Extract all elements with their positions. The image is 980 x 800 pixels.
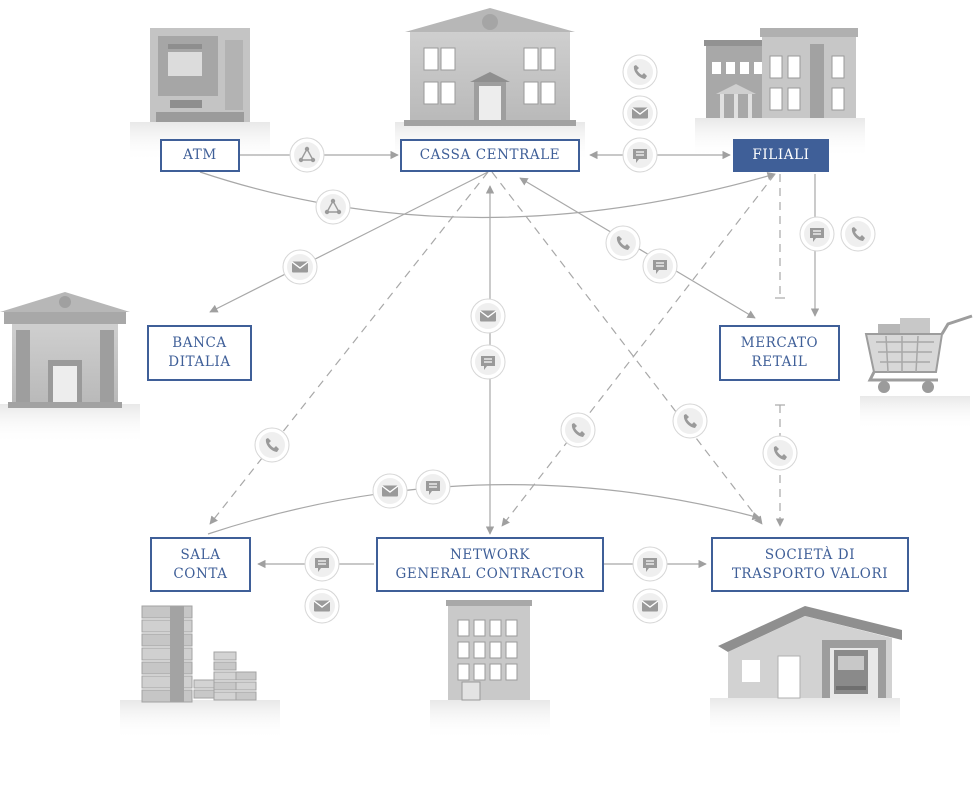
node-network[interactable]: NETWORK GENERAL CONTRACTOR — [376, 537, 604, 592]
connector-sala-societa — [207, 484, 761, 535]
branches-building-icon — [695, 28, 865, 158]
chat-icon — [642, 248, 678, 284]
bank-of-italy-building-icon — [0, 292, 140, 444]
phone-icon — [605, 225, 641, 261]
node-cassa-centrale[interactable]: CASSA CENTRALE — [400, 139, 580, 172]
chat-icon — [799, 216, 835, 252]
node-sala-conta-label-1: SALA — [180, 546, 221, 563]
money-stacks-icon — [120, 605, 280, 740]
node-sala-conta-label-2: CONTA — [173, 565, 228, 582]
mail-icon — [622, 95, 658, 131]
node-banca-italia-label-1: BANCA — [172, 335, 227, 351]
node-mercato-retail-label-1: MERCATO — [740, 335, 819, 351]
node-atm[interactable]: ATM — [160, 139, 240, 172]
node-atm-label-1: ATM — [183, 147, 217, 163]
mail-icon — [282, 249, 318, 285]
mail-icon — [470, 298, 506, 334]
phone-icon — [254, 427, 290, 463]
mail-icon — [372, 473, 408, 509]
node-filiali[interactable]: FILIALI — [733, 139, 829, 172]
network-icon — [289, 137, 325, 173]
chat-icon — [415, 469, 451, 505]
node-societa-label-1: SOCIETÀ DI — [764, 546, 856, 563]
phone-icon — [560, 412, 596, 448]
phone-icon — [762, 435, 798, 471]
office-building-icon — [430, 600, 550, 740]
connector-atm-filiali — [199, 171, 776, 219]
node-banca-italia[interactable]: BANCA DITALIA — [147, 325, 252, 381]
node-societa[interactable]: SOCIETÀ DI TRASPORTO VALORI — [711, 537, 909, 592]
connector-cassa-banca — [209, 171, 489, 313]
node-sala-conta[interactable]: SALA CONTA — [150, 537, 251, 592]
warehouse-truck-icon — [710, 606, 902, 738]
node-network-label-1: NETWORK — [449, 546, 531, 563]
chat-icon — [304, 546, 340, 582]
mail-icon — [632, 588, 668, 624]
node-mercato-retail[interactable]: MERCATO RETAIL — [719, 325, 840, 381]
node-banca-italia-label-2: DITALIA — [168, 354, 231, 370]
chat-icon — [470, 344, 506, 380]
shopping-cart-icon — [860, 314, 973, 430]
node-societa-label-2: TRASPORTO VALORI — [731, 565, 889, 582]
node-cassa-centrale-label-1: CASSA CENTRALE — [419, 147, 561, 163]
atm-illustration-icon — [130, 28, 270, 162]
network-icon — [315, 189, 351, 225]
node-filiali-label-1: FILIALI — [752, 147, 810, 163]
chat-icon — [632, 546, 668, 582]
phone-icon — [622, 54, 658, 90]
phone-icon — [672, 403, 708, 439]
phone-icon — [840, 216, 876, 252]
mail-icon — [304, 588, 340, 624]
connector-filiali-network — [501, 173, 776, 527]
node-mercato-retail-label-2: RETAIL — [751, 354, 808, 370]
node-network-label-2: GENERAL CONTRACTOR — [395, 565, 585, 582]
connector-cassa-sala — [209, 171, 489, 525]
channel-badges — [254, 54, 876, 624]
chat-icon — [622, 137, 658, 173]
